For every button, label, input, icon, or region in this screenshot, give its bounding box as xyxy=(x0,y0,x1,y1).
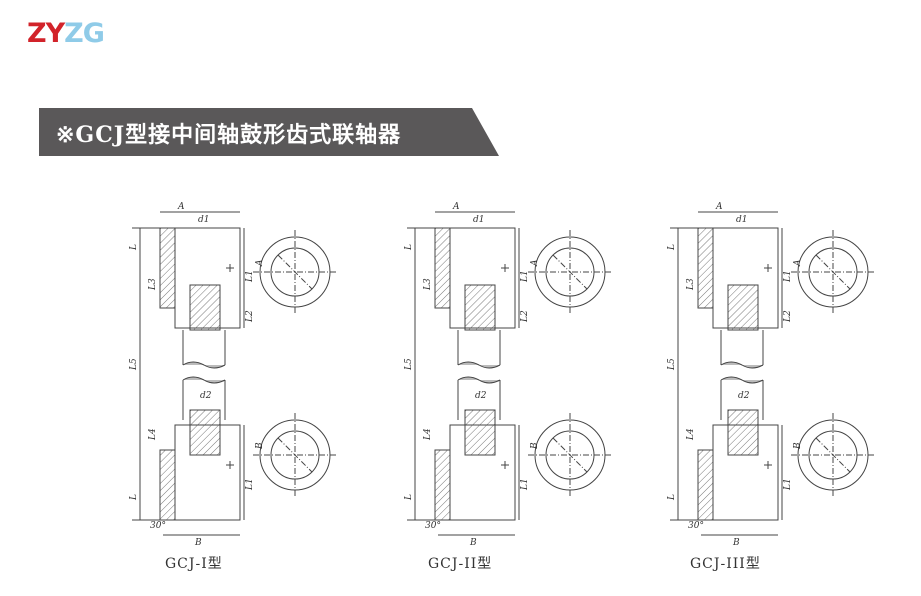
lower-sleeve xyxy=(464,409,496,456)
end-view-label-A: A xyxy=(530,259,540,267)
center-mark xyxy=(501,264,509,272)
upper-flange xyxy=(159,227,176,309)
dim-label-L4: L4 xyxy=(148,428,158,441)
dimension-lines xyxy=(132,211,245,536)
dim-label-L: L xyxy=(129,244,139,251)
intermediate-shaft xyxy=(457,330,501,420)
dim-label-L: L xyxy=(404,244,414,251)
centerlines xyxy=(253,230,337,314)
shaft-break xyxy=(182,361,226,384)
center-mark xyxy=(764,264,772,272)
dim-label-L3: L3 xyxy=(148,278,158,291)
centerlines xyxy=(253,413,337,497)
upper-flange xyxy=(697,227,714,309)
upper-flange xyxy=(434,227,451,309)
dim-label-L1: L1 xyxy=(245,270,255,283)
dim-label-d1: d1 xyxy=(473,215,485,225)
dim-label-L: L xyxy=(667,494,677,501)
dim-label-L1: L1 xyxy=(245,478,255,491)
centerlines xyxy=(528,230,612,314)
dim-label-d2: d2 xyxy=(475,391,487,401)
dim-label-L2: L2 xyxy=(783,310,793,323)
centerlines xyxy=(791,230,875,314)
dim-label-B: B xyxy=(194,538,202,548)
centerlines xyxy=(791,413,875,497)
dimension-lines xyxy=(670,211,783,536)
dim-label-L5: L5 xyxy=(404,358,414,371)
dim-label-d1: d1 xyxy=(198,215,210,225)
shaft-break xyxy=(720,361,764,384)
end-view-label-A: A xyxy=(255,259,265,267)
dim-label-L2: L2 xyxy=(520,310,530,323)
dim-label-B: B xyxy=(732,538,740,548)
dim-label-L4: L4 xyxy=(423,428,433,441)
upper-sleeve xyxy=(727,284,759,331)
dim-label-L: L xyxy=(667,244,677,251)
dim-label-L1: L1 xyxy=(783,478,793,491)
page-title: ※GCJ型接中间轴鼓形齿式联轴器 xyxy=(56,122,402,148)
center-mark xyxy=(226,264,234,272)
dim-label-A: A xyxy=(715,202,723,212)
dim-label-L3: L3 xyxy=(423,278,433,291)
lower-sleeve xyxy=(727,409,759,456)
lower-sleeve xyxy=(189,409,221,456)
dim-label-L1: L1 xyxy=(520,478,530,491)
dim-label-B: B xyxy=(469,538,477,548)
logo-text-blue: ZG xyxy=(64,18,105,49)
dim-label-L2: L2 xyxy=(245,310,255,323)
dim-label-L1: L1 xyxy=(520,270,530,283)
upper-sleeve xyxy=(189,284,221,331)
dim-label-angle: 30° xyxy=(425,521,441,531)
title-banner xyxy=(39,108,499,156)
dim-label-L4: L4 xyxy=(686,428,696,441)
intermediate-shaft xyxy=(182,330,226,420)
dim-label-L3: L3 xyxy=(686,278,696,291)
dim-label-d2: d2 xyxy=(738,391,750,401)
upper-sleeve xyxy=(464,284,496,331)
dim-label-angle: 30° xyxy=(688,521,704,531)
logo-text-red: ZY xyxy=(27,18,65,49)
logo: ZYZG xyxy=(27,18,105,49)
intermediate-shaft xyxy=(720,330,764,420)
dim-label-L5: L5 xyxy=(129,358,139,371)
dim-label-L1: L1 xyxy=(783,270,793,283)
lower-flange xyxy=(434,449,451,521)
end-view-label-B: B xyxy=(793,442,803,450)
dimension-lines xyxy=(407,211,520,536)
caption-gcj-2: GCJ-II型 xyxy=(428,556,493,572)
caption-gcj-1: GCJ-I型 xyxy=(165,556,223,572)
dim-label-d2: d2 xyxy=(200,391,212,401)
end-view-label-B: B xyxy=(255,442,265,450)
dim-label-L: L xyxy=(129,494,139,501)
lower-flange xyxy=(697,449,714,521)
dim-label-angle: 30° xyxy=(150,521,166,531)
end-view-label-B: B xyxy=(530,442,540,450)
centerlines xyxy=(528,413,612,497)
dim-label-L: L xyxy=(404,494,414,501)
caption-gcj-3: GCJ-III型 xyxy=(690,556,761,572)
dim-label-L5: L5 xyxy=(667,358,677,371)
dim-label-A: A xyxy=(177,202,185,212)
end-view-label-A: A xyxy=(793,259,803,267)
shaft-break xyxy=(457,361,501,384)
dim-label-d1: d1 xyxy=(736,215,748,225)
lower-flange xyxy=(159,449,176,521)
dim-label-A: A xyxy=(452,202,460,212)
